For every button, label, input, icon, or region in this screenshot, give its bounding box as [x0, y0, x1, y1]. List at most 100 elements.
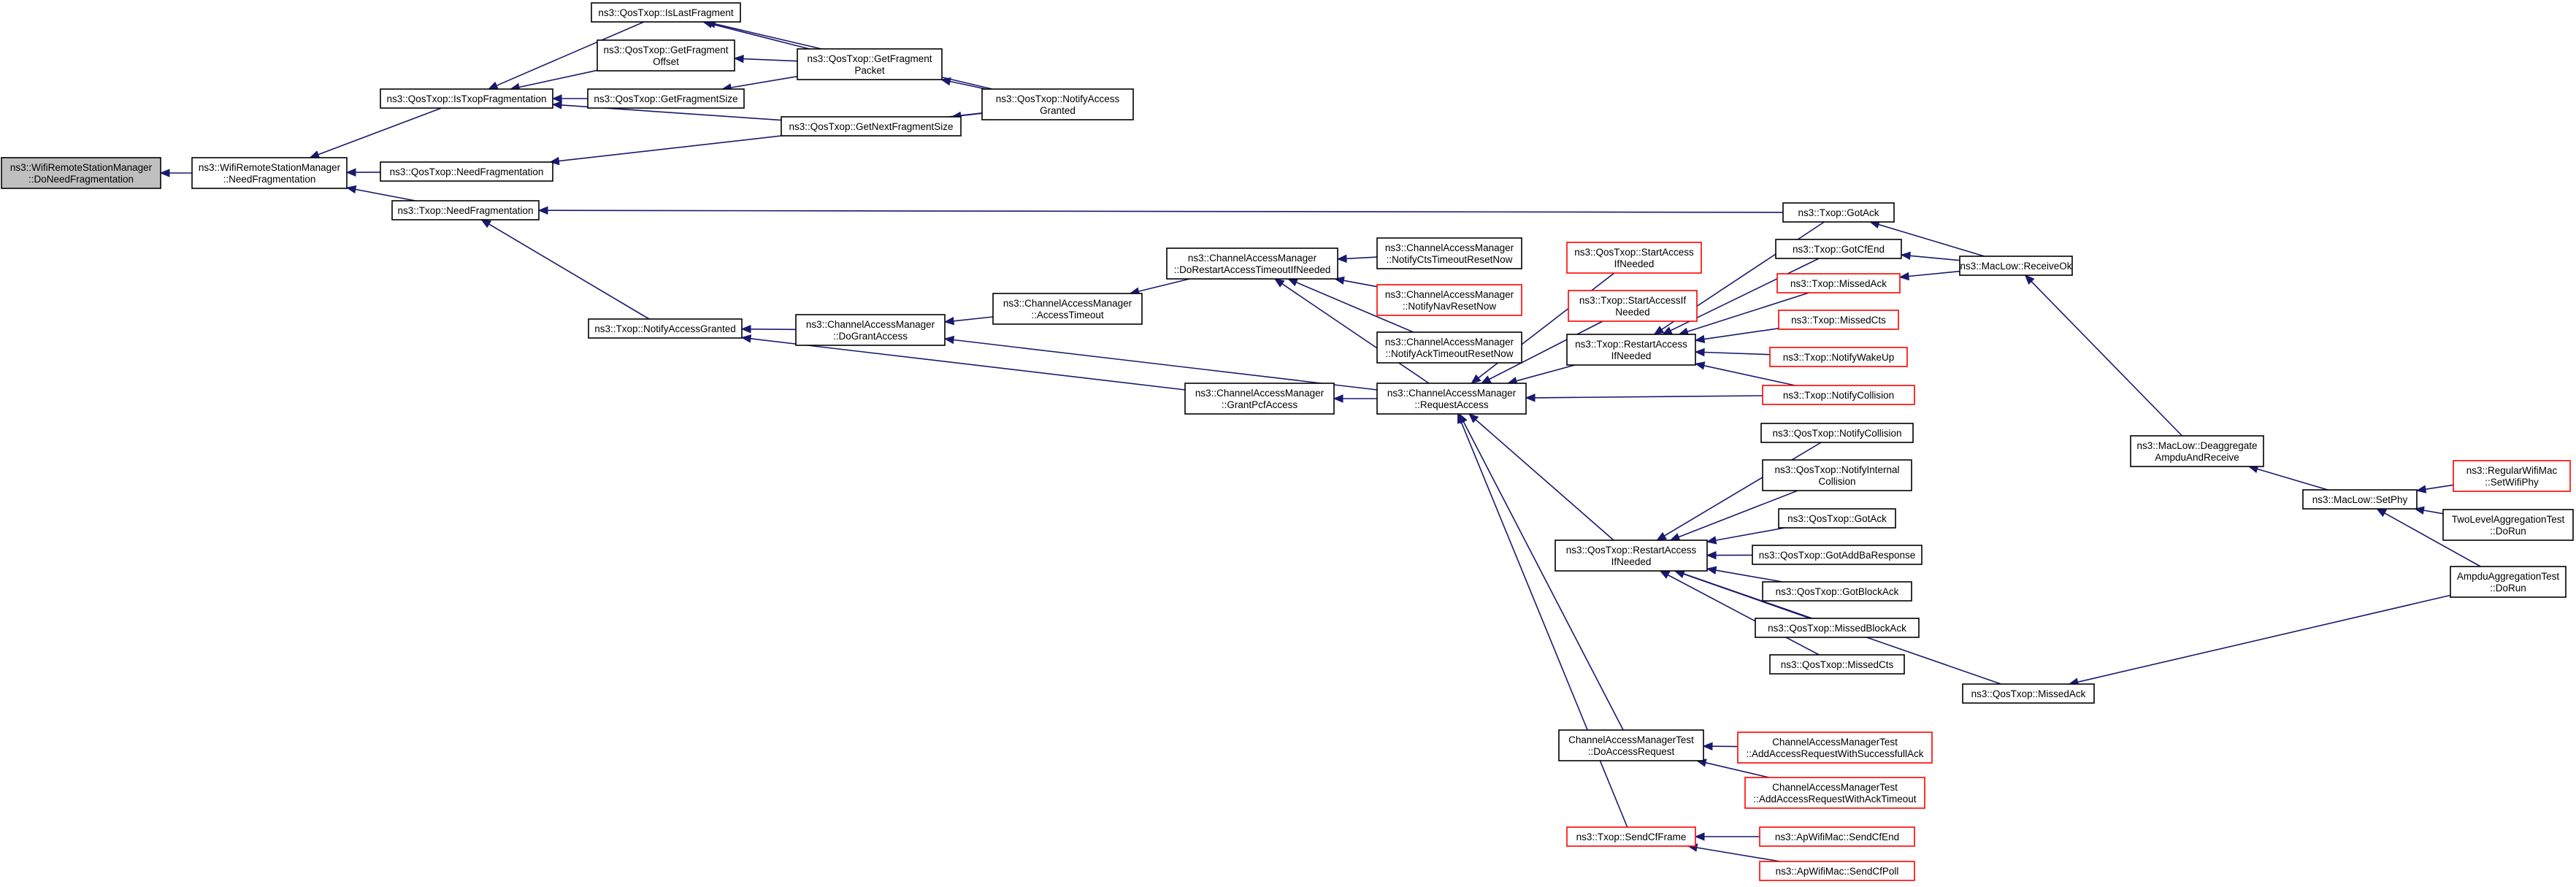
node-channel-access-manager-test-do-access-request[interactable]: ChannelAccessManagerTest::DoAccessReques… — [1558, 729, 1704, 761]
node-label: ns3::QosTxop::StartAccess — [1574, 247, 1694, 258]
arrow-head — [345, 185, 357, 194]
node-ns3-channel-access-manager-request-access[interactable]: ns3::ChannelAccessManager::RequestAccess — [1376, 383, 1527, 415]
edge-line — [1534, 395, 1763, 399]
edge-line — [496, 21, 645, 86]
node-label: ns3::ChannelAccessManager — [1188, 253, 1317, 264]
node-label: ns3::Txop::NeedFragmentation — [397, 205, 533, 216]
arrow-head — [1898, 272, 1909, 281]
node-ns3-channel-access-manager-do-restart-access-timeout-if-needed[interactable]: ns3::ChannelAccessManager::DoRestartAcce… — [1166, 247, 1338, 280]
node-box — [1769, 654, 1905, 675]
node-ns3-qos-txop-is-txop-fragmentation[interactable]: ns3::QosTxop::IsTxopFragmentation — [380, 88, 553, 109]
node-box — [981, 88, 1134, 120]
node-ns3-wifi-remote-station-manager-need-fragmentation[interactable]: ns3::WifiRemoteStationManager::NeedFragm… — [191, 157, 348, 189]
node-ns3-txop-got-ack[interactable]: ns3::Txop::GotAck — [1782, 202, 1895, 223]
node-label: ns3::QosTxop::IsLastFragment — [598, 7, 734, 18]
edge-n29-to-n22 — [1694, 328, 1779, 344]
node-ns3-qos-txop-get-fragment-size[interactable]: ns3::QosTxop::GetFragmentSize — [587, 88, 745, 109]
edge-line — [1463, 421, 1624, 731]
node-box — [1376, 284, 1522, 316]
node-ns3-txop-send-cf-frame[interactable]: ns3::Txop::SendCfFrame — [1566, 826, 1696, 847]
node-label: ns3::Txop::SendCfFrame — [1576, 832, 1687, 842]
edge-line — [1678, 490, 1798, 538]
node-channel-access-manager-test-add-access-request-with-successfull-ack[interactable]: ChannelAccessManagerTest::AddAccessReque… — [1737, 732, 1933, 764]
node-label: ::DoGrantAccess — [833, 331, 908, 342]
node-ns3-qos-txop-got-add-ba-response[interactable]: ns3::QosTxop::GotAddBaResponse — [1752, 545, 1923, 565]
node-ns3-qos-txop-is-last-fragment[interactable]: ns3::QosTxop::IsLastFragment — [591, 2, 741, 23]
node-label: ns3::MacLow::SetPhy — [2312, 494, 2408, 505]
edge-n44-to-n26 — [1869, 220, 1985, 257]
node-ns3-txop-notify-access-granted[interactable]: ns3::Txop::NotifyAccessGranted — [588, 318, 743, 339]
node-ns3-channel-access-manager-notify-nav-reset-now[interactable]: ns3::ChannelAccessManager::NotifyNavRese… — [1376, 284, 1522, 316]
node-ns3-mac-low-receive-ok[interactable]: ns3::MacLow::ReceiveOk — [1959, 256, 2073, 276]
node-ns3-qos-txop-notify-collision[interactable]: ns3::QosTxop::NotifyCollision — [1760, 423, 1914, 443]
node-ns3-ap-wifi-mac-send-cf-poll[interactable]: ns3::ApWifiMac::SendCfPoll — [1759, 861, 1915, 881]
node-box — [597, 39, 735, 72]
node-ns3-txop-missed-cts[interactable]: ns3::Txop::MissedCts — [1778, 310, 1899, 330]
node-ns3-qos-txop-missed-cts[interactable]: ns3::QosTxop::MissedCts — [1769, 654, 1905, 675]
edge-line — [1705, 761, 1770, 778]
node-label: ::DoRun — [2490, 526, 2526, 537]
arrow-head — [1706, 550, 1717, 560]
node-box — [1959, 256, 2073, 276]
node-ns3-qos-txop-missed-block-ack[interactable]: ns3::QosTxop::MissedBlockAck — [1755, 618, 1920, 638]
arrow-head — [549, 156, 560, 166]
node-label: ns3::QosTxop::GetNextFragmentSize — [789, 121, 953, 132]
node-label: ::DoRestartAccessTimeoutIfNeeded — [1174, 264, 1331, 275]
node-box — [1566, 242, 1702, 274]
node-ns3-txop-got-cf-end[interactable]: ns3::Txop::GotCfEnd — [1775, 239, 1902, 259]
node-channel-access-manager-test-add-access-request-with-ack-timeout[interactable]: ChannelAccessManagerTest::AddAccessReque… — [1744, 777, 1925, 809]
node-ns3-channel-access-manager-grant-pcf-access[interactable]: ns3::ChannelAccessManager::GrantPcfAcces… — [1184, 383, 1335, 415]
node-box — [1744, 777, 1925, 809]
node-box — [1737, 732, 1933, 764]
node-ns3-txop-need-fragmentation[interactable]: ns3::Txop::NeedFragmentation — [391, 200, 540, 220]
edge-line — [953, 316, 994, 322]
node-ns3-channel-access-manager-access-timeout[interactable]: ns3::ChannelAccessManager::AccessTimeout — [992, 293, 1143, 325]
edge-n25-to-n16 — [1457, 412, 1628, 828]
node-label: ns3::ChannelAccessManager — [1385, 242, 1514, 253]
node-ns3-channel-access-manager-do-grant-access[interactable]: ns3::ChannelAccessManager::DoGrantAccess — [795, 314, 946, 346]
node-ns3-regular-wifi-mac-set-wifi-phy[interactable]: ns3::RegularWifiMac::SetWifiPhy — [2453, 460, 2571, 492]
node-ns3-txop-missed-ack[interactable]: ns3::Txop::MissedAck — [1776, 273, 1901, 293]
arrow-head — [1694, 334, 1706, 344]
arrow-head — [1333, 394, 1343, 403]
node-ns3-channel-access-manager-notify-cts-timeout-reset-now[interactable]: ns3::ChannelAccessManager::NotifyCtsTime… — [1376, 237, 1522, 269]
node-ns3-qos-txop-need-fragmentation[interactable]: ns3::QosTxop::NeedFragmentation — [380, 161, 553, 182]
node-ns3-txop-notify-collision[interactable]: ns3::Txop::NotifyCollision — [1762, 385, 1915, 405]
node-ns3-wifi-remote-station-manager-do-need-fragmentation[interactable]: ns3::WifiRemoteStationManager::DoNeedFra… — [1, 157, 161, 189]
arrow-head — [1694, 361, 1706, 370]
arrow-head — [943, 317, 955, 326]
edge-n26-to-n4 — [537, 206, 1784, 215]
arrow-head — [537, 206, 548, 215]
node-ns3-qos-txop-notify-access-granted[interactable]: ns3::QosTxop::NotifyAccessGranted — [981, 88, 1134, 120]
node-ns3-qos-txop-got-block-ack[interactable]: ns3::QosTxop::GotBlockAck — [1762, 581, 1912, 602]
node-ns3-mac-low-set-phy[interactable]: ns3::MacLow::SetPhy — [2302, 489, 2418, 510]
arrow-head — [1702, 742, 1713, 750]
edge-line — [1696, 847, 1781, 862]
edge-line — [1703, 365, 1795, 386]
edge-n40-to-n24 — [1702, 742, 1739, 750]
node-ns3-ap-wifi-mac-send-cf-end[interactable]: ns3::ApWifiMac::SendCfEnd — [1759, 826, 1915, 847]
node-ampdu-aggregation-test-do-run[interactable]: AmpduAggregationTest::DoRun — [2450, 566, 2567, 598]
node-box — [1759, 826, 1915, 847]
node-ns3-qos-txop-missed-ack[interactable]: ns3::QosTxop::MissedAck — [1962, 683, 2095, 704]
node-ns3-qos-txop-got-ack[interactable]: ns3::QosTxop::GotAck — [1778, 508, 1896, 529]
node-label: ns3::Txop::MissedCts — [1791, 315, 1886, 326]
node-ns3-txop-notify-wake-up[interactable]: ns3::Txop::NotifyWakeUp — [1769, 347, 1908, 367]
node-two-level-aggregation-test-do-run[interactable]: TwoLevelAggregationTest::DoRun — [2442, 509, 2574, 541]
node-label: ns3::RegularWifiMac — [2466, 465, 2558, 476]
edge-line — [1668, 574, 1820, 656]
node-label: ::RequestAccess — [1414, 399, 1489, 410]
node-ns3-qos-txop-get-next-fragment-size[interactable]: ns3::QosTxop::GetNextFragmentSize — [781, 116, 962, 137]
node-ns3-channel-access-manager-notify-ack-timeout-reset-now[interactable]: ns3::ChannelAccessManager::NotifyAckTime… — [1376, 331, 1522, 364]
node-label: ::DoRun — [2490, 583, 2526, 594]
node-box — [191, 157, 348, 189]
edge-n24-to-n16 — [1459, 412, 1624, 731]
